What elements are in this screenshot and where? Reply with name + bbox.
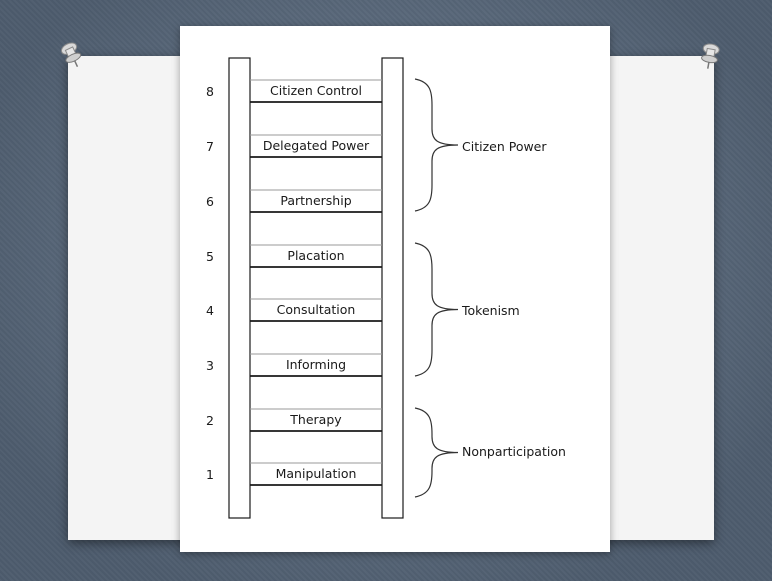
group-brace <box>414 242 459 377</box>
group-brace <box>414 407 459 498</box>
rung-label: Citizen Control <box>270 83 362 98</box>
group-label: Citizen Power <box>462 139 547 154</box>
rung-number: 8 <box>206 84 214 99</box>
rung-label: Manipulation <box>276 466 357 481</box>
rung-number: 7 <box>206 139 214 154</box>
ladder-left-rail <box>228 57 251 519</box>
push-pin-icon <box>701 43 720 69</box>
rung-number: 3 <box>206 358 214 373</box>
rung-number: 2 <box>206 413 214 428</box>
rung-label: Partnership <box>280 193 351 208</box>
push-pin-icon <box>60 42 82 68</box>
rung-label: Consultation <box>277 302 356 317</box>
group-brace <box>414 78 459 212</box>
rung-number: 4 <box>206 303 214 318</box>
rung-label: Informing <box>286 357 346 372</box>
ladder-right-rail <box>381 57 404 519</box>
rung-number: 1 <box>206 467 214 482</box>
rung-label: Therapy <box>289 412 342 427</box>
rung-number: 5 <box>206 249 214 264</box>
group-label: Nonparticipation <box>462 444 566 459</box>
rung-label: Placation <box>287 248 344 263</box>
group-label: Tokenism <box>461 303 520 318</box>
rung-number: 6 <box>206 194 214 209</box>
rung-label: Delegated Power <box>263 138 370 153</box>
